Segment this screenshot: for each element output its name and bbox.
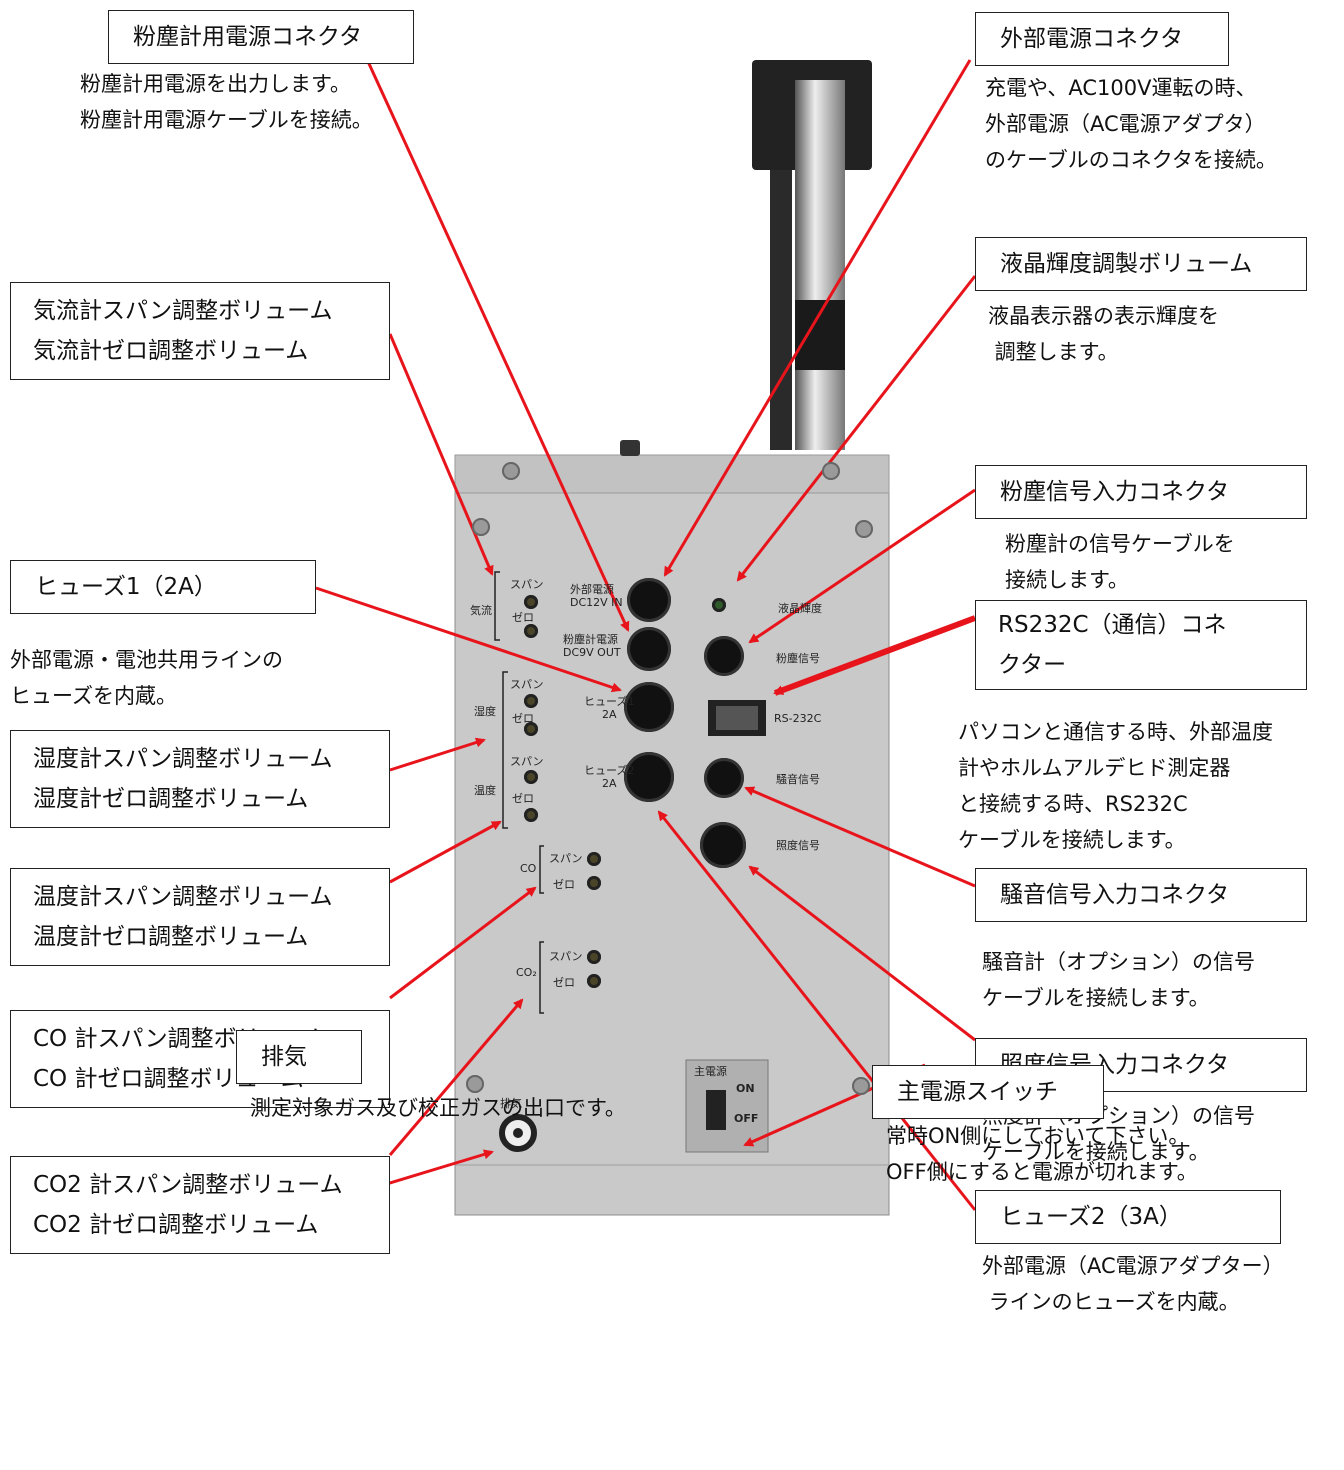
humidity-span-knob[interactable] <box>524 694 538 708</box>
callout-dust-power-label: 粉塵計用電源コネクタ <box>108 10 414 64</box>
arrow-co2 <box>388 998 524 1156</box>
noise-signal-connector[interactable] <box>704 758 744 798</box>
illuminance-signal-connector[interactable] <box>700 822 746 868</box>
panel-print-lcd: 液晶輝度 <box>778 602 822 615</box>
arrow-lcd <box>736 275 977 582</box>
screw <box>472 518 490 536</box>
dust-signal-connector[interactable] <box>704 636 744 676</box>
panel-print-fuse1: ヒューズ1 2A <box>584 695 635 721</box>
panel-print-zero: ゼロ <box>553 976 575 989</box>
arrow-noise <box>744 786 976 888</box>
screw <box>822 462 840 480</box>
panel-print-zero: ゼロ <box>512 712 534 725</box>
panel-print-dust-signal: 粉塵信号 <box>776 652 820 665</box>
callout-fuse2-label: ヒューズ2（3A） <box>975 1190 1281 1244</box>
panel-print-zero: ゼロ <box>512 611 534 624</box>
callout-noise-desc: 騒音計（オプション）の信号 ケーブルを接続します。 <box>982 950 1255 1010</box>
callout-dust-power-desc: 粉塵計用電源を出力します。 粉塵計用電源ケーブルを接続。 <box>80 72 373 132</box>
panel-print-off: OFF <box>734 1112 759 1125</box>
callout-rs232c-label: RS232C（通信）コネ クター <box>975 600 1307 690</box>
probe-rod <box>770 150 792 450</box>
co-zero-knob[interactable] <box>587 876 601 890</box>
callout-fuse2-desc: 外部電源（AC電源アダプター） ラインのヒューズを内蔵。 <box>982 1254 1284 1314</box>
callout-fuse1-desc: 外部電源・電池共用ラインの ヒューズを内蔵。 <box>10 648 283 708</box>
screw <box>466 1075 484 1093</box>
callout-main-switch-label: 主電源スイッチ <box>872 1065 1104 1119</box>
arrow-fuse2 <box>657 810 977 1211</box>
callout-lcd-desc: 液晶表示器の表示輝度を 調整します。 <box>988 304 1219 364</box>
panel-print-ext-power: 外部電源 DC12V IN <box>570 583 623 609</box>
panel-print-noise: 騒音信号 <box>776 773 820 786</box>
co-span-knob[interactable] <box>587 852 601 866</box>
panel-print-zero: ゼロ <box>553 878 575 891</box>
arrow-co <box>389 886 537 1000</box>
panel-print-co2: CO₂ <box>516 966 537 979</box>
probe-body <box>795 80 845 450</box>
callout-dust-signal-label: 粉塵信号入力コネクタ <box>975 465 1307 519</box>
callout-rs232c-desc: パソコンと通信する時、外部温度 計やホルムアルデヒド測定器 と接続する時、RS2… <box>958 720 1273 852</box>
callout-main-switch-desc: 常時ON側にしておいて下さい。 OFF側にすると電源が切れます。 <box>886 1124 1198 1184</box>
panel-print-exhaust: 排気 <box>500 1097 522 1110</box>
panel-print-temp: 温度 <box>474 784 496 797</box>
callout-ext-power-desc: 充電や、AC100V運転の時、 外部電源（AC電源アダプタ） のケーブルのコネク… <box>985 76 1277 172</box>
lcd-brightness-knob[interactable] <box>712 598 726 612</box>
dust-power-connector[interactable] <box>627 627 671 671</box>
panel-print-span: スパン <box>510 678 544 691</box>
callout-noise-label: 騒音信号入力コネクタ <box>975 868 1307 922</box>
temp-zero-knob[interactable] <box>524 808 538 822</box>
panel-print-span: スパン <box>549 950 583 963</box>
arrow-humidity <box>389 737 486 772</box>
co2-span-knob[interactable] <box>587 950 601 964</box>
callout-lcd-label: 液晶輝度調製ボリューム <box>975 237 1307 291</box>
fuse1-holder[interactable] <box>624 682 674 732</box>
panel-print-span: スパン <box>510 578 544 591</box>
ext-power-connector[interactable] <box>627 578 671 622</box>
screw <box>852 1077 870 1095</box>
instrument-panel <box>454 454 890 1216</box>
callout-dust-signal-desc: 粉塵計の信号ケーブルを 接続します。 <box>1005 532 1235 592</box>
arrow-rs232c <box>773 615 977 696</box>
airflow-zero-knob[interactable] <box>524 624 538 638</box>
arrow-ext-power <box>663 59 972 577</box>
panel-print-main-power: 主電源 <box>694 1065 727 1078</box>
panel-print-airflow: 気流 <box>470 604 492 617</box>
arrow-fuse1 <box>315 586 622 693</box>
airflow-span-knob[interactable] <box>524 595 538 609</box>
panel-print-span: スパン <box>549 852 583 865</box>
fuse2-holder[interactable] <box>624 752 674 802</box>
callout-co2-label: CO2 計スパン調整ボリューム CO2 計ゼロ調整ボリューム <box>10 1156 390 1254</box>
callout-humidity-label: 湿度計スパン調整ボリューム 湿度計ゼロ調整ボリューム <box>10 730 390 828</box>
callout-fuse1-label: ヒューズ1（2A） <box>10 560 316 614</box>
panel-print-span: スパン <box>510 755 544 768</box>
co2-zero-knob[interactable] <box>587 974 601 988</box>
arrow-airflow <box>388 333 494 576</box>
humidity-zero-knob[interactable] <box>524 722 538 736</box>
arrow-dust-signal <box>748 488 976 644</box>
callout-exhaust-desc: 測定対象ガス及び校正ガスの出口です。 <box>250 1096 626 1120</box>
arrow-dust-power <box>358 43 630 632</box>
panel-print-illuminance: 照度信号 <box>776 839 820 852</box>
screw <box>502 462 520 480</box>
panel-print-humidity: 湿度 <box>474 705 496 718</box>
panel-print-fuse2: ヒューズ2 2A <box>584 764 635 790</box>
panel-print-on: ON <box>736 1082 755 1095</box>
screw <box>855 520 873 538</box>
callout-airflow-label: 気流計スパン調整ボリューム 気流計ゼロ調整ボリューム <box>10 282 390 380</box>
temp-span-knob[interactable] <box>524 770 538 784</box>
panel-print-zero: ゼロ <box>512 792 534 805</box>
arrow-temperature <box>389 820 502 884</box>
arrow-illuminance <box>748 865 976 1042</box>
callout-temperature-label: 温度計スパン調整ボリューム 温度計ゼロ調整ボリューム <box>10 868 390 966</box>
panel-print-dust-power: 粉塵計電源 DC9V OUT <box>563 633 621 659</box>
callout-exhaust-label: 排気 <box>236 1030 362 1084</box>
panel-print-rs232c: RS-232C <box>774 712 822 725</box>
panel-print-co: CO <box>520 862 537 875</box>
main-power-switch <box>685 1059 769 1153</box>
callout-ext-power-label: 外部電源コネクタ <box>975 12 1229 66</box>
